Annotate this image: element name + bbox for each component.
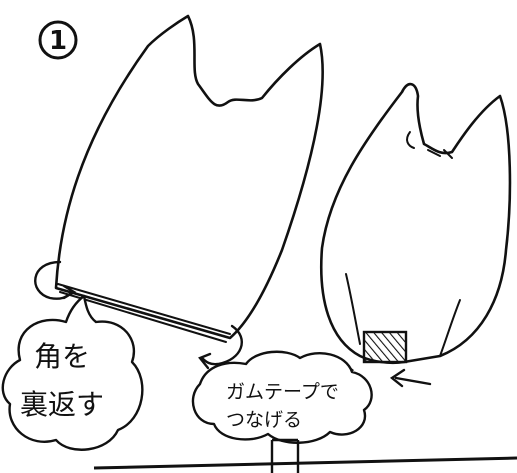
puffy-bag bbox=[320, 82, 512, 365]
corner-text-line1: 角を bbox=[34, 340, 90, 373]
tape-text-line2: つなげる bbox=[226, 409, 302, 431]
table-edge bbox=[93, 456, 517, 470]
corner-speech-bubble bbox=[1, 294, 144, 451]
tape-speech-bubble bbox=[191, 350, 373, 444]
tape-arrow-right bbox=[394, 376, 432, 386]
tape-patch bbox=[362, 330, 408, 364]
table-leg bbox=[270, 438, 300, 473]
fold-corner-arrow-right bbox=[200, 324, 243, 366]
tape-text-line1: ガムテープで bbox=[226, 381, 339, 403]
corner-text-line2: 裏返す bbox=[20, 388, 104, 421]
step-number-badge: 1 bbox=[38, 20, 78, 60]
step-number-digit: 1 bbox=[49, 26, 67, 56]
flat-bag bbox=[54, 14, 324, 343]
